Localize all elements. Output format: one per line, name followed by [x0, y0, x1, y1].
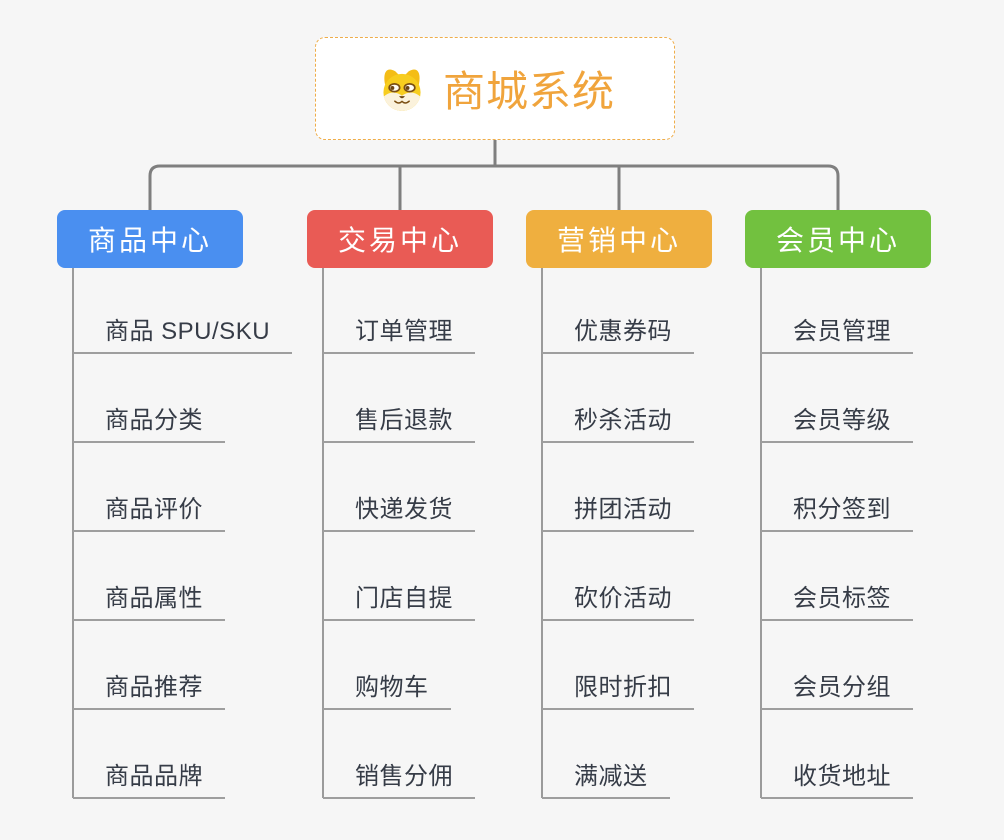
- leaf-item[interactable]: 会员等级: [761, 407, 913, 443]
- leaf-item[interactable]: 秒杀活动: [542, 407, 694, 443]
- leaf-item[interactable]: 订单管理: [323, 318, 475, 354]
- leaf-item[interactable]: 商品品牌: [73, 763, 225, 799]
- leaf-item[interactable]: 门店自提: [323, 585, 475, 621]
- branch-label: 商品中心: [87, 225, 212, 256]
- branch-node-3[interactable]: 营销中心: [526, 210, 712, 268]
- branch-node-2[interactable]: 交易中心: [307, 210, 493, 268]
- leaf-item[interactable]: 商品分类: [73, 407, 225, 443]
- root-title: 商城系统: [442, 68, 615, 115]
- leaf-item[interactable]: 销售分佣: [323, 763, 475, 799]
- leaf-item[interactable]: 快递发货: [323, 496, 475, 532]
- leaf-item[interactable]: 商品属性: [73, 585, 225, 621]
- leaf-item[interactable]: 商品 SPU/SKU: [73, 318, 293, 354]
- leaf-item[interactable]: 积分签到: [761, 496, 913, 532]
- leaf-item[interactable]: 售后退款: [323, 407, 475, 443]
- leaf-item[interactable]: 砍价活动: [542, 585, 694, 621]
- dog-face-icon: [383, 68, 421, 111]
- leaf-item[interactable]: 商品推荐: [73, 674, 225, 710]
- leaf-item[interactable]: 拼团活动: [542, 496, 694, 532]
- root-node[interactable]: 商城系统: [315, 37, 675, 140]
- leaf-item[interactable]: 优惠券码: [542, 318, 694, 354]
- leaf-item[interactable]: 会员标签: [761, 585, 913, 621]
- leaf-item[interactable]: 收货地址: [761, 763, 913, 799]
- branch-rail-path: [72, 268, 762, 798]
- leaf-item[interactable]: 满减送: [542, 763, 670, 799]
- leaf-item[interactable]: 会员分组: [761, 674, 913, 710]
- leaf-item[interactable]: 限时折扣: [542, 674, 694, 710]
- leaf-item[interactable]: 会员管理: [761, 318, 913, 354]
- leaf-item[interactable]: 商品评价: [73, 496, 225, 532]
- leaf-item[interactable]: 购物车: [323, 674, 451, 710]
- branch-node-1[interactable]: 商品中心: [57, 210, 243, 268]
- branch-label: 交易中心: [337, 225, 462, 256]
- branch-label: 营销中心: [556, 225, 681, 256]
- branch-node-4[interactable]: 会员中心: [745, 210, 931, 268]
- branch-label: 会员中心: [775, 225, 900, 256]
- tree-connector-path: [148, 138, 840, 212]
